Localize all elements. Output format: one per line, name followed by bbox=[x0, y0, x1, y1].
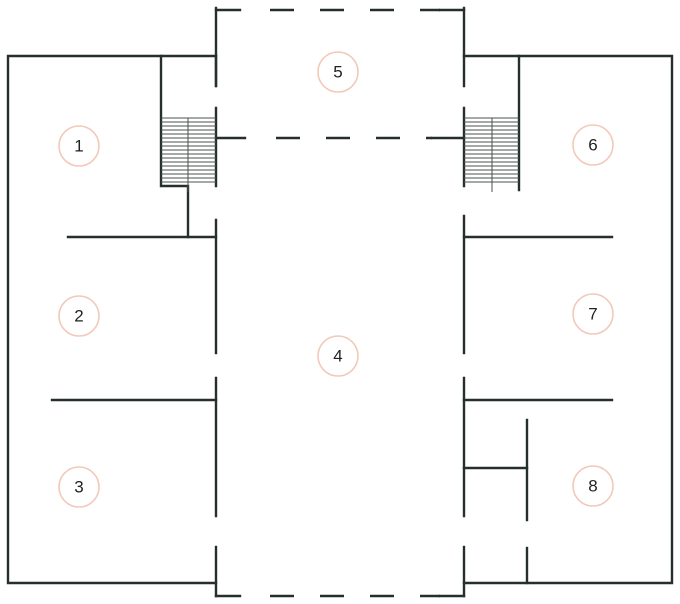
left-staircase bbox=[161, 117, 216, 192]
room-marker-6: 6 bbox=[572, 124, 614, 166]
room-label-7: 7 bbox=[588, 305, 597, 324]
left-wing-walls bbox=[6, 6, 218, 598]
room-marker-5: 5 bbox=[317, 51, 359, 93]
central-hall-walls bbox=[214, 8, 466, 598]
room-marker-2: 2 bbox=[58, 295, 100, 337]
room-label-8: 8 bbox=[588, 477, 597, 496]
right-staircase bbox=[464, 117, 519, 192]
room-marker-4: 4 bbox=[317, 335, 359, 377]
room-label-1: 1 bbox=[74, 137, 83, 156]
room-label-2: 2 bbox=[74, 307, 83, 326]
room-label-4: 4 bbox=[333, 347, 342, 366]
room-label-5: 5 bbox=[333, 63, 342, 82]
room-label-6: 6 bbox=[588, 136, 597, 155]
right-wing-walls bbox=[462, 6, 674, 598]
room-label-3: 3 bbox=[74, 478, 83, 497]
room-marker-8: 8 bbox=[572, 465, 614, 507]
room-marker-1: 1 bbox=[58, 125, 100, 167]
room-marker-7: 7 bbox=[572, 293, 614, 335]
room-marker-3: 3 bbox=[58, 466, 100, 508]
